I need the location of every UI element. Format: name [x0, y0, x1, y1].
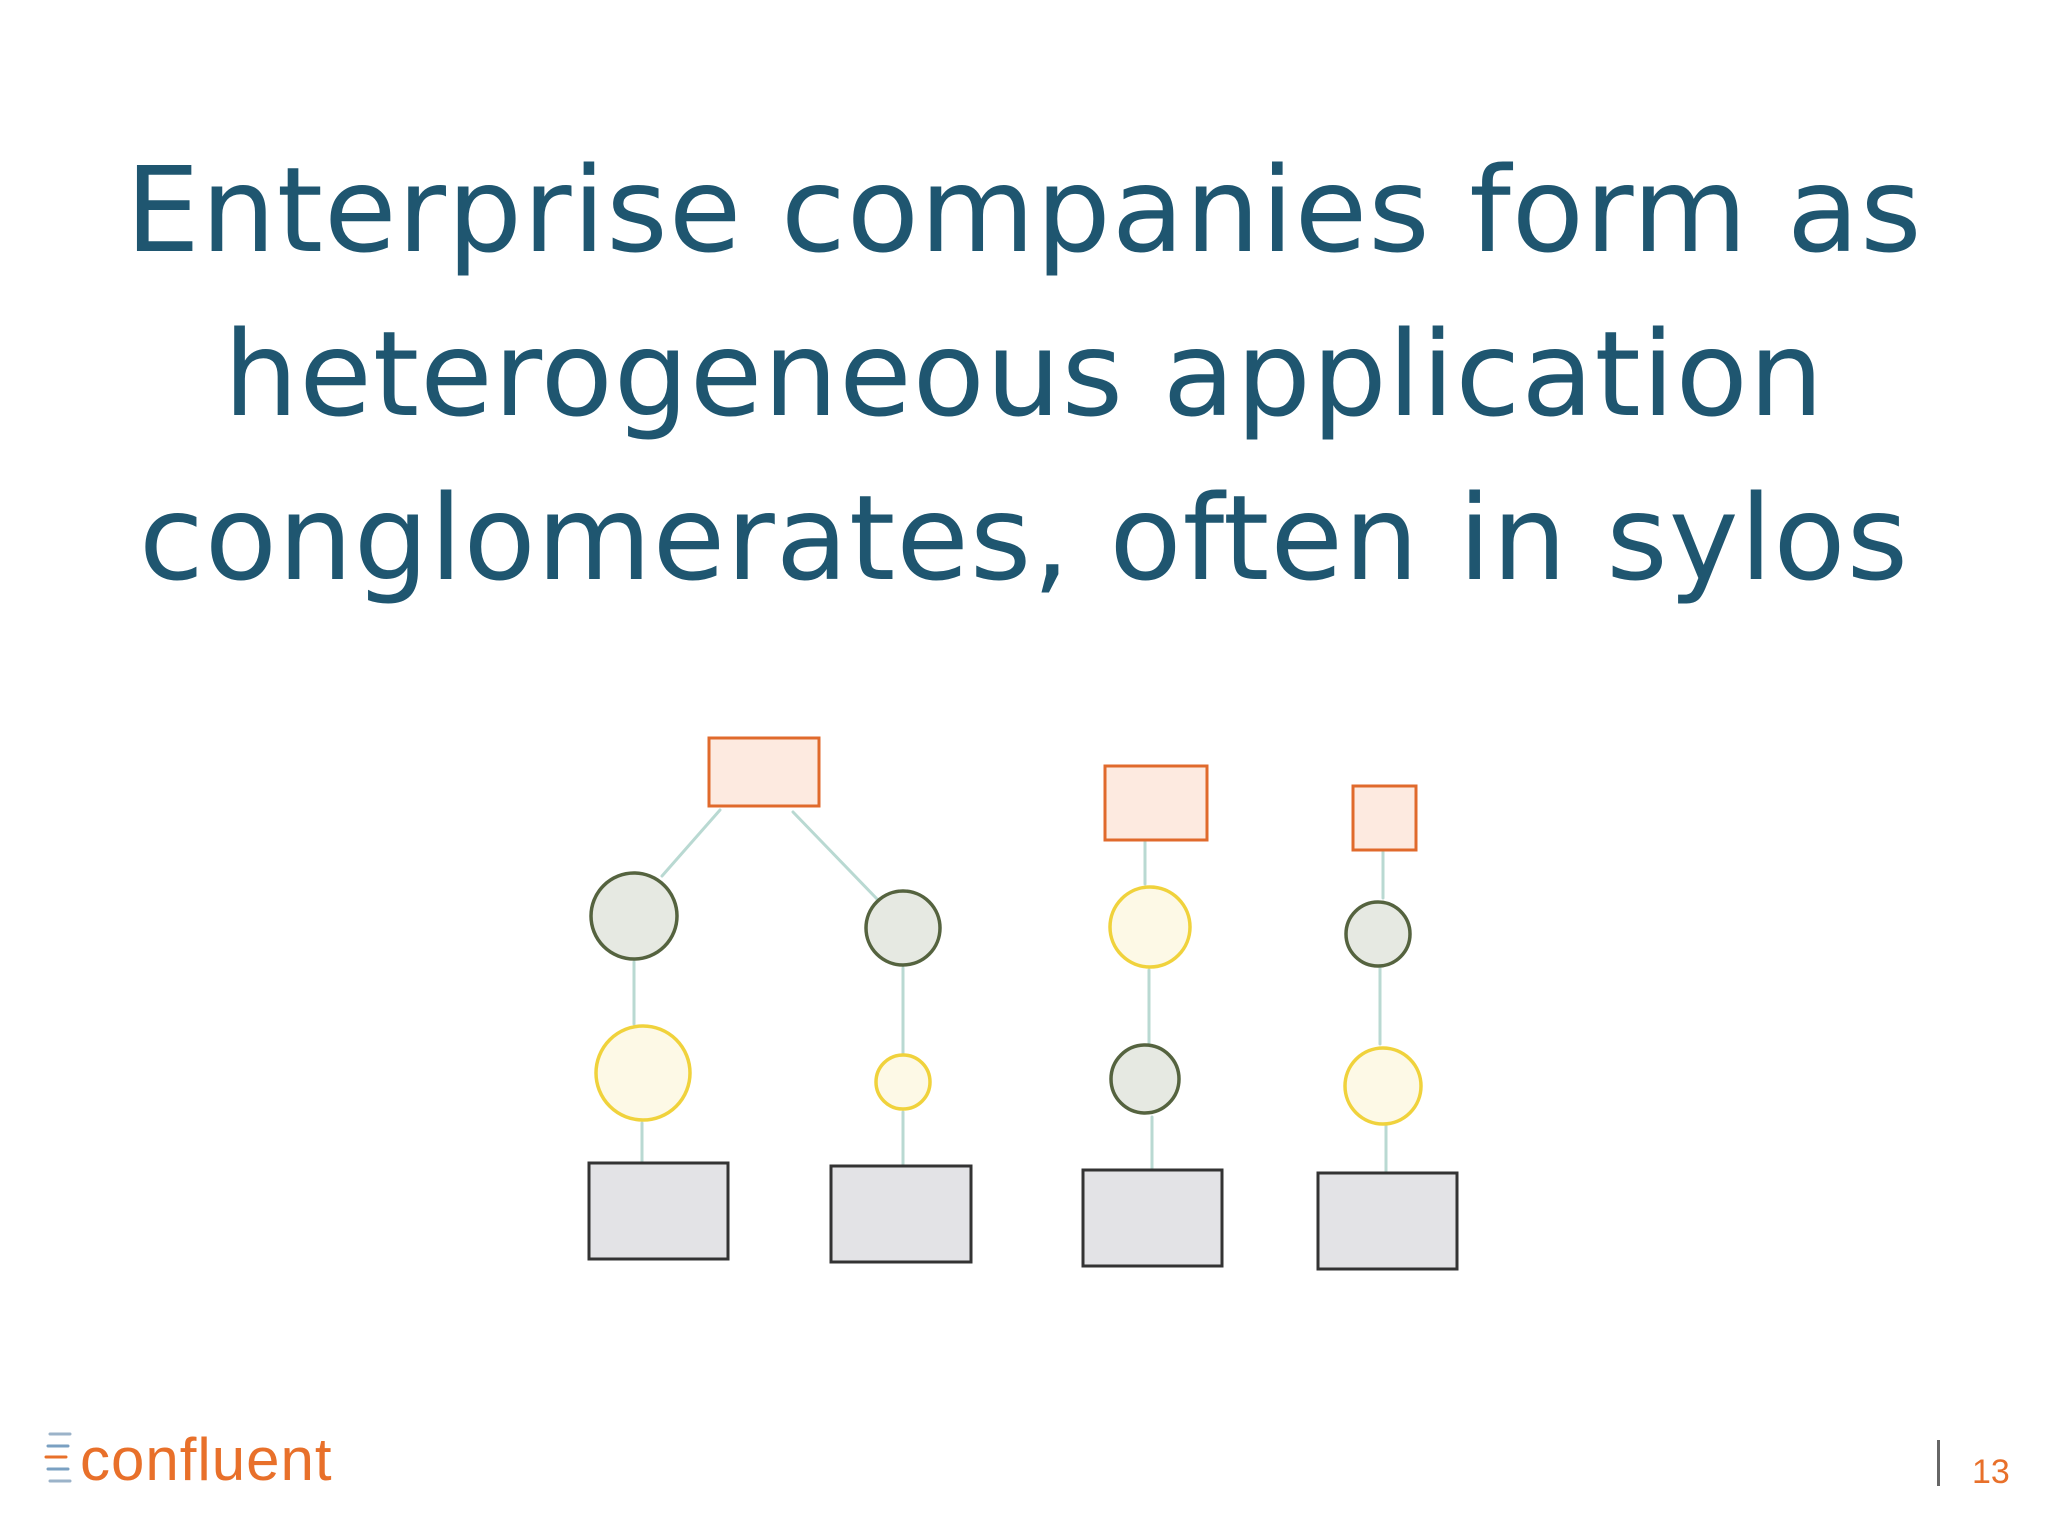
footer-divider: [1937, 1440, 1940, 1486]
page-number: 13: [1972, 1453, 2010, 1491]
green-circle: [864, 889, 942, 967]
bottom-systems: [587, 1161, 1459, 1271]
yellow-circle: [1343, 1046, 1423, 1126]
gray-box: [587, 1161, 730, 1261]
top-systems: [707, 736, 1418, 852]
gray-box: [829, 1164, 973, 1264]
orange-box: [1103, 764, 1209, 842]
title-line-2: heterogeneous application: [223, 305, 1825, 443]
confluent-logo: confluent: [44, 1426, 374, 1500]
yellow-circle: [1108, 885, 1192, 969]
connectors: [632, 808, 1388, 1174]
title-line-1: Enterprise companies form as: [125, 141, 1923, 279]
confluent-logo-icon: [44, 1432, 72, 1483]
yellow-circle: [594, 1024, 692, 1122]
green-circle: [589, 871, 679, 961]
yellow-nodes: [594, 885, 1423, 1126]
gray-box: [1316, 1171, 1459, 1271]
orange-box: [707, 736, 821, 808]
gray-box: [1081, 1168, 1224, 1268]
connector: [660, 808, 722, 878]
green-circle: [1344, 900, 1412, 968]
green-nodes: [589, 871, 1412, 1115]
connector: [791, 810, 880, 902]
orange-box: [1351, 784, 1418, 852]
title-line-3: conglomerates, often in sylos: [138, 469, 1910, 607]
yellow-circle: [874, 1053, 932, 1111]
green-circle: [1109, 1043, 1181, 1115]
slide-title: Enterprise companies form as heterogeneo…: [0, 128, 2048, 620]
logo-wordmark: confluent: [80, 1426, 333, 1493]
